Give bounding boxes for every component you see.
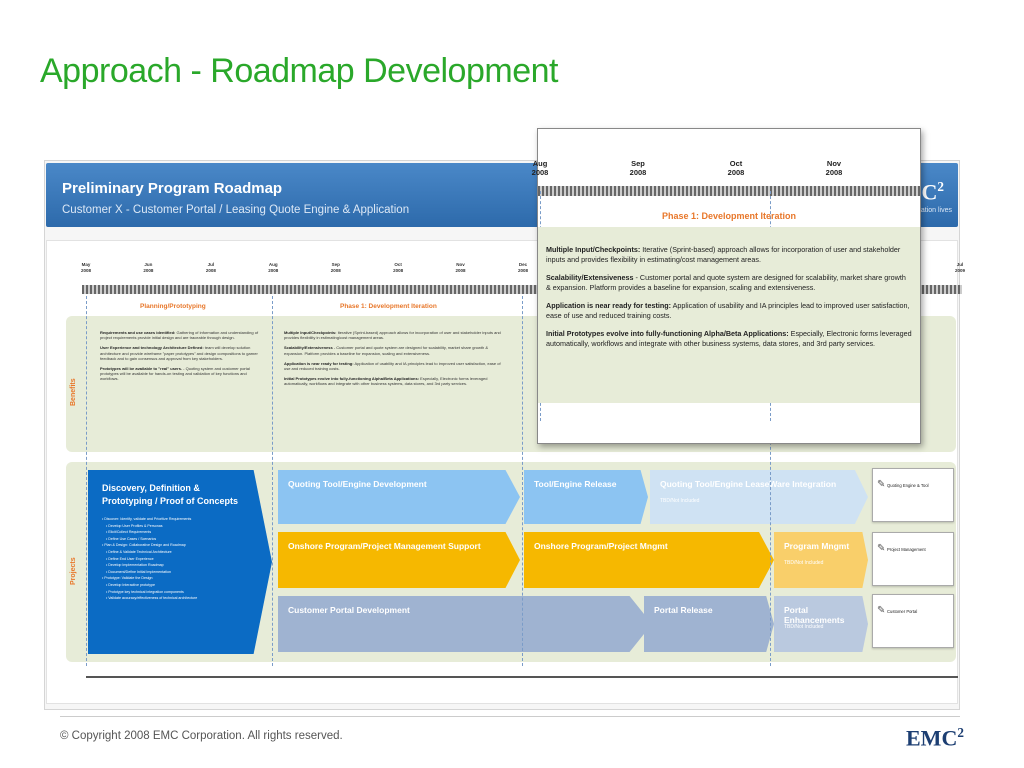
benefit-item: Multiple Input/Checkpoints: Iterative (S… [546,245,901,264]
benefit-item: Initial Prototypes evolve into fully-fun… [546,329,912,348]
benefit-item: Scalability/Extensiveness - Customer por… [284,345,489,356]
track-portal-release: Portal Release [644,596,774,652]
discovery-list-item: • Define & Validate Technical Architectu… [102,549,172,554]
track-onshore-support: Onshore Program/Project Management Suppo… [278,532,520,588]
slide-title: Approach - Roadmap Development [40,52,558,90]
discovery-list-item: • Define Use Cases / Scenarios [102,536,157,541]
benefit-item: Prototypes will be available to "real" u… [100,366,250,382]
zoom-panel [538,227,920,403]
card-project-management: ✎Project Management [872,532,954,586]
discovery-title: Discovery, Definition & Prototyping / Pr… [102,483,238,506]
discovery-list-item: • Develop User Profiles & Personas [102,523,163,528]
benefit-item: Application is near ready for testing: A… [284,360,501,372]
discovery-list-item: • Elicit/Collect Requirements [102,530,152,535]
projects-side-label: Projects [70,557,77,585]
phase-planning-label: Planning/Prototyping [140,303,206,310]
copyright: © Copyright 2008 EMC Corporation. All ri… [60,730,343,742]
track-quoting-dev: Quoting Tool/Engine Development [278,470,520,524]
phase-1-label: Phase 1: Development Iteration [340,303,437,310]
discovery-list-item: • Develop Interactive prototype [102,582,155,587]
discovery-list: • Discover: Identify, validate and Prior… [102,516,197,602]
benefit-item: Scalability/Extensiveness - Customer por… [546,273,906,292]
discovery-list-item: • Develop Implementation Roadmap [102,563,164,568]
phase-divider [272,296,273,666]
zoom-benefits-text: Multiple Input/Checkpoints: Iterative (S… [546,245,912,357]
benefit-item: Application is near ready for testing: A… [546,301,910,320]
phase-divider [770,296,771,666]
discovery-arrow: Discovery, Definition & Prototyping / Pr… [88,470,272,654]
bottom-axis [86,676,958,678]
discovery-list-item: • Define End User Experience [102,556,154,561]
track-tool-release: Tool/Engine Release [524,470,648,524]
document-icon: ✎ [877,543,886,554]
track-portal-dev: Customer Portal Development [278,596,652,652]
discovery-list-item: • Discover: Identify, validate and Prior… [102,517,192,521]
discovery-list-item: • Validate accuracy/effectiveness of tec… [102,596,198,601]
timeline-tick-bar [82,285,962,294]
benefits-column-planning: Requirements and use cases identified: G… [100,330,260,387]
discovery-list-item: • Document/Define Initial Implementation [102,569,171,574]
footer-emc-logo: EMC2 [906,725,964,751]
card-customer-portal: ✎Customer Portal [872,594,954,648]
benefits-side-label: Benefits [70,378,77,406]
banner-subtitle: Customer X - Customer Portal / Leasing Q… [62,204,410,216]
track-leaseware: Quoting Tool/Engine LeaseWare Integratio… [650,470,868,524]
banner-title: Preliminary Program Roadmap [62,180,283,197]
discovery-list-item: • Prototype key technical integration co… [102,589,184,594]
zoom-tick-bar [538,186,920,196]
track-onshore-mgmt: Onshore Program/Project Mngmt [524,532,774,588]
benefit-item: Requirements and use cases identified: G… [100,330,259,341]
benefits-column-phase1: Multiple Input/Checkpoints: Iterative (S… [284,330,504,392]
benefit-item: Initial Prototypes evolve into fully-fun… [284,376,488,387]
discovery-list-item: • Prototype: Validate the Design [102,576,153,581]
phase-divider [86,296,87,666]
benefit-item: Multiple Input/Checkpoints: Iterative (S… [284,330,501,341]
discovery-list-item: • Plan & Design: Collaborative Design an… [102,543,186,548]
zoom-phase-label: Phase 1: Development Iteration [661,211,797,221]
card-quoting: ✎Quoting Engine & Tool [872,468,954,522]
document-icon: ✎ [877,605,886,616]
benefit-item: User Experience and technology Architect… [100,345,258,361]
phase-divider [522,296,523,666]
footer-divider [60,716,960,717]
document-icon: ✎ [877,479,886,490]
